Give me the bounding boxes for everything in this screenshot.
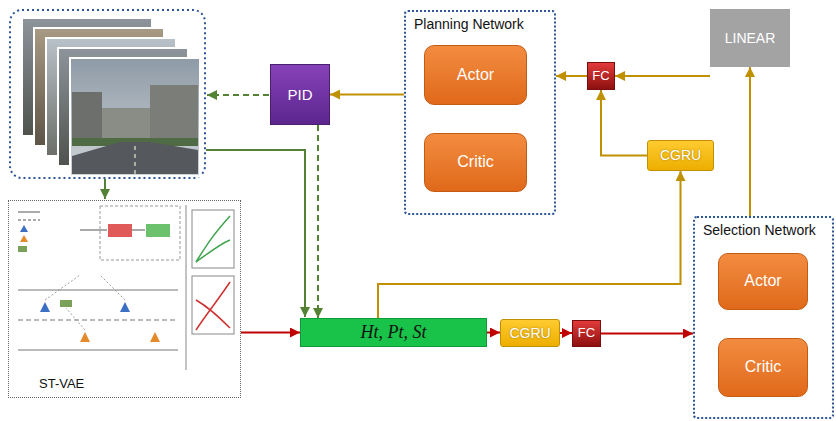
- image-group-outline: [10, 10, 205, 178]
- layer-box: CGRU: [500, 319, 560, 347]
- agent-symbol: [80, 332, 90, 342]
- agent-symbol: [20, 225, 28, 232]
- image-arrow: [206, 150, 305, 317]
- box-label: Ht, Pt, St: [361, 322, 427, 343]
- box-label: FC: [592, 69, 609, 84]
- road-line: [18, 320, 178, 321]
- interaction-line: [100, 275, 125, 300]
- panel-title: Planning Network: [414, 16, 524, 32]
- trajectory-curve: [196, 282, 230, 330]
- connector-arrow: [560, 332, 572, 334]
- layer-box: CGRU: [647, 140, 714, 171]
- flow-line: [80, 230, 107, 231]
- legend-line: [18, 212, 40, 213]
- divider-line: [186, 205, 187, 370]
- panel-title: ST-VAE: [39, 377, 84, 392]
- connector-arrow: [241, 332, 300, 334]
- road-line: [18, 290, 178, 291]
- panel-title: Selection Network: [703, 222, 816, 238]
- connector-arrow: [317, 125, 319, 318]
- road-line: [18, 350, 178, 351]
- stvae-illustration: [18, 205, 234, 370]
- box-label: Critic: [745, 358, 781, 376]
- prediction-frame: [192, 210, 234, 268]
- box-label: Actor: [457, 66, 494, 84]
- box-label: PID: [287, 86, 312, 103]
- connector-arrow: [601, 90, 647, 156]
- road: [72, 142, 198, 174]
- box-label: Actor: [744, 272, 781, 290]
- control-arrow: [207, 94, 269, 96]
- legend-line: [18, 220, 40, 221]
- connector-arrow: [615, 75, 710, 77]
- building: [102, 108, 150, 142]
- prediction-frame: [192, 276, 234, 334]
- agent-symbol: [120, 302, 130, 312]
- agent-symbol: [20, 235, 28, 242]
- state-box: Ht, Pt, St: [300, 318, 487, 347]
- encoder-decoder-frame: [100, 206, 180, 260]
- controller-box: PID: [270, 64, 330, 125]
- critic-box: Critic: [424, 133, 527, 192]
- interaction-line: [66, 308, 85, 330]
- layer-box: FC: [572, 320, 601, 347]
- actor-box: Actor: [718, 253, 808, 310]
- actor-box: Actor: [424, 45, 527, 105]
- building: [72, 92, 102, 142]
- interaction-line: [45, 275, 80, 300]
- vehicle-symbol: [18, 246, 27, 252]
- critic-box: Critic: [718, 338, 808, 397]
- network-panel: Selection NetworkActorCritic: [693, 216, 834, 419]
- model-panel: ST-VAE: [8, 200, 241, 398]
- cgru-symbol: [146, 224, 170, 237]
- box-label: FC: [578, 326, 595, 341]
- agent-symbol: [40, 302, 50, 312]
- vehicle-symbol: [60, 300, 72, 307]
- box-label: LINEAR: [725, 30, 776, 46]
- cgru-symbol: [108, 224, 132, 237]
- connector-arrow: [749, 67, 751, 216]
- building: [150, 85, 198, 142]
- connector-arrow: [487, 332, 500, 334]
- network-panel: Planning NetworkActorCritic: [404, 10, 556, 215]
- trajectory-curve: [196, 300, 230, 328]
- flow-line: [132, 230, 145, 231]
- connector-arrow: [378, 171, 681, 318]
- agent-symbol: [150, 332, 160, 342]
- box-label: CGRU: [660, 147, 701, 163]
- box-label: Critic: [457, 153, 493, 171]
- connector-arrow: [330, 94, 404, 96]
- photo-frame: [70, 58, 200, 176]
- image-arrow: [104, 179, 106, 199]
- layer-box: FC: [587, 62, 615, 90]
- trajectory-curve: [196, 240, 230, 262]
- street-photo: [70, 58, 200, 176]
- connector-arrow: [556, 75, 587, 77]
- connector-arrow: [601, 333, 693, 335]
- box-label: CGRU: [509, 325, 550, 341]
- layer-box: LINEAR: [710, 9, 790, 67]
- trajectory-curve: [196, 216, 230, 262]
- lane-mark: [134, 146, 136, 174]
